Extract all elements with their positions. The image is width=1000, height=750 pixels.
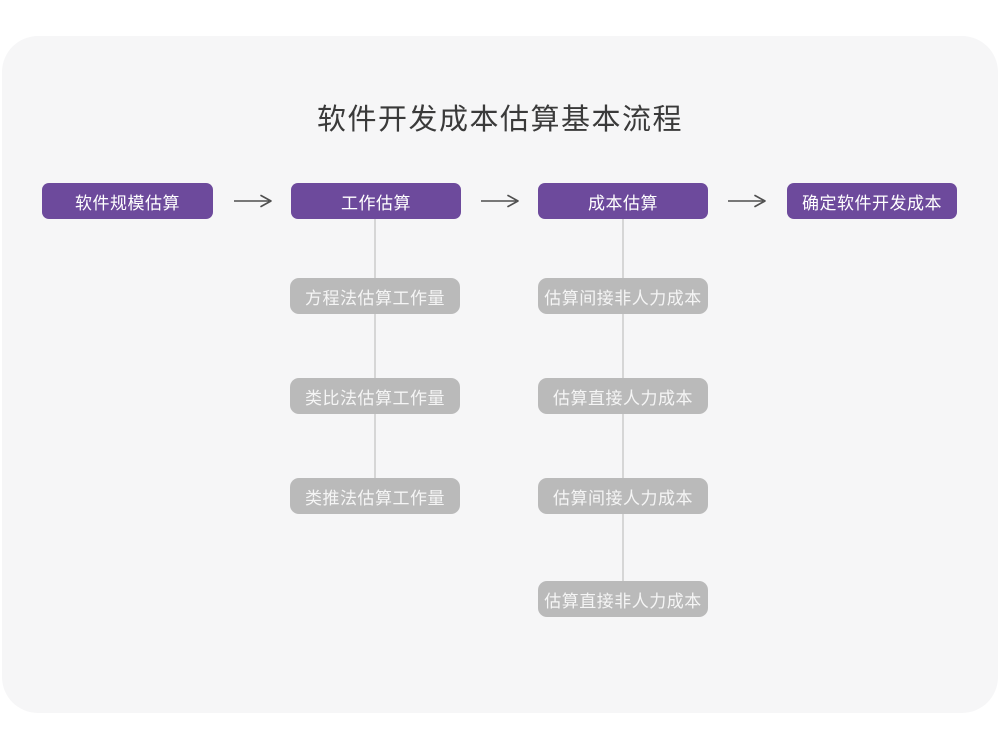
- flow-subnode-direct-labor-cost: 估算直接人力成本: [538, 378, 708, 414]
- flow-node-determine-dev-cost: 确定软件开发成本: [787, 183, 957, 219]
- flow-node-cost-estimation: 成本估算: [538, 183, 708, 219]
- flow-subnode-analogy-method: 类比法估算工作量: [290, 378, 460, 414]
- connector-line-work: [374, 219, 376, 496]
- arrow-right-icon: [233, 194, 273, 208]
- flow-subnode-extrapolation-method: 类推法估算工作量: [290, 478, 460, 514]
- arrow-right-icon: [480, 194, 520, 208]
- flow-subnode-equation-method: 方程法估算工作量: [290, 278, 460, 314]
- flow-node-work-estimation: 工作估算: [291, 183, 461, 219]
- flow-canvas: 软件开发成本估算基本流程 软件规模估算 工作估算 成本估算 确定软件开发成本 方…: [2, 36, 998, 713]
- page-title: 软件开发成本估算基本流程: [316, 104, 683, 136]
- arrow-right-icon: [727, 194, 767, 208]
- flow-subnode-indirect-labor-cost: 估算间接人力成本: [538, 478, 708, 514]
- flow-subnode-indirect-nonlabor-cost: 估算间接非人力成本: [538, 278, 708, 314]
- flow-subnode-direct-nonlabor-cost: 估算直接非人力成本: [538, 581, 708, 617]
- flow-node-software-scale-estimation: 软件规模估算: [42, 183, 213, 219]
